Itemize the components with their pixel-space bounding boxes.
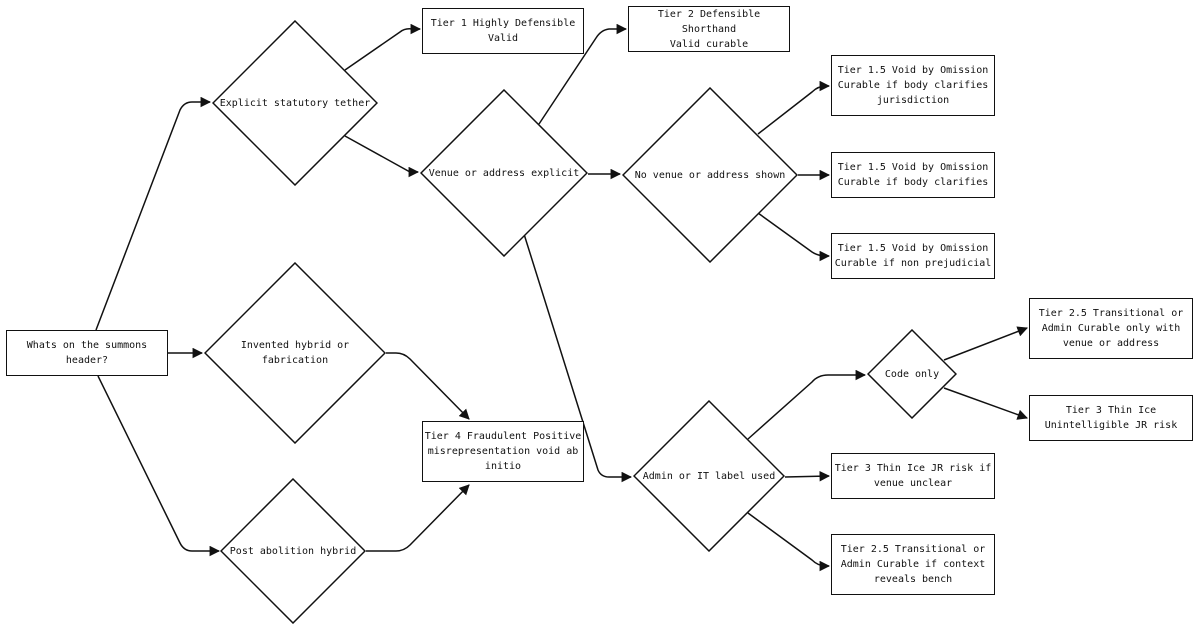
edge-novenue-tier15c — [757, 212, 831, 262]
decision-post-abolition-label: Post abolition hybrid — [229, 545, 357, 557]
decision-post-abolition: Post abolition hybrid — [220, 478, 366, 624]
node-root-label: Whats on the summons header? — [26, 340, 148, 366]
node-tier15-clarifies: Tier 1.5 Void by Omission Curable if bod… — [831, 152, 995, 198]
decision-code-only: Code only — [867, 329, 957, 419]
edge-admin-tier3b — [784, 470, 831, 482]
node-tier25-venue-label: Tier 2.5 Transitional or Admin Curable o… — [1038, 308, 1184, 349]
edge-hybrid-tier4 — [386, 352, 470, 420]
decision-explicit-tether-label: Explicit statutory tether — [219, 97, 371, 109]
node-tier15-prejudicial-label: Tier 1.5 Void by Omission Curable if non… — [834, 243, 992, 269]
edge-venue-admin — [523, 233, 633, 483]
node-tier1-label: Tier 1 Highly Defensible Valid — [430, 18, 576, 44]
edge-root-postab — [97, 375, 221, 557]
node-tier15-prejudicial: Tier 1.5 Void by Omission Curable if non… — [831, 233, 995, 279]
decision-venue-explicit: Venue or address explicit — [420, 89, 588, 257]
node-tier15-clarifies-label: Tier 1.5 Void by Omission Curable if bod… — [837, 162, 989, 188]
decision-venue-explicit-label: Venue or address explicit — [428, 167, 580, 179]
node-root: Whats on the summons header? — [6, 330, 168, 376]
node-tier1: Tier 1 Highly Defensible Valid — [422, 8, 584, 54]
node-tier2-label: Tier 2 Defensible Shorthand Valid curabl… — [657, 8, 761, 50]
flowchart: Whats on the summons header? Tier 1 High… — [6, 6, 1193, 624]
edge-explicit-venue — [344, 135, 420, 178]
decision-invented-hybrid-label: Invented hybrid or fabrication — [240, 340, 350, 366]
decision-no-venue: No venue or address shown — [622, 87, 798, 263]
edge-admin-tier25b — [747, 512, 831, 572]
node-tier25-venue: Tier 2.5 Transitional or Admin Curable o… — [1029, 298, 1193, 359]
edge-postab-tier4 — [366, 484, 470, 552]
decision-invented-hybrid: Invented hybrid or fabrication — [204, 262, 386, 444]
node-tier3-unintelligible-label: Tier 3 Thin Ice Unintelligible JR risk — [1044, 405, 1178, 431]
node-tier3-venue-label: Tier 3 Thin Ice JR risk if venue unclear — [834, 463, 992, 489]
node-tier25-bench-label: Tier 2.5 Transitional or Admin Curable i… — [840, 544, 986, 585]
node-tier15-jurisdiction: Tier 1.5 Void by Omission Curable if bod… — [831, 55, 995, 116]
connector-layer — [95, 23, 1028, 572]
decision-no-venue-label: No venue or address shown — [634, 169, 786, 181]
decision-explicit-tether: Explicit statutory tether — [212, 20, 378, 186]
node-tier3-unintelligible: Tier 3 Thin Ice Unintelligible JR risk — [1029, 395, 1193, 441]
edge-code-tier25a — [943, 326, 1028, 361]
edge-root-explicit — [95, 96, 212, 331]
edge-explicit-tier1 — [344, 23, 422, 71]
node-tier25-bench: Tier 2.5 Transitional or Admin Curable i… — [831, 534, 995, 595]
node-tier4: Tier 4 Fraudulent Positive misrepresenta… — [422, 421, 584, 482]
node-tier2: Tier 2 Defensible Shorthand Valid curabl… — [628, 6, 790, 52]
edge-novenue-tier15a — [757, 80, 831, 135]
edge-code-tier3a — [943, 387, 1028, 420]
edge-admin-code — [747, 369, 867, 440]
decision-admin-label: Admin or IT label used — [633, 400, 785, 552]
node-tier15-jurisdiction-label: Tier 1.5 Void by Omission Curable if bod… — [837, 65, 989, 106]
decision-code-only-label: Code only — [884, 368, 940, 380]
decision-admin-label-label: Admin or IT label used — [642, 470, 776, 482]
edge-venue-tier2 — [538, 23, 628, 125]
node-tier4-label: Tier 4 Fraudulent Positive misrepresenta… — [424, 431, 582, 472]
node-tier3-venue: Tier 3 Thin Ice JR risk if venue unclear — [831, 453, 995, 499]
